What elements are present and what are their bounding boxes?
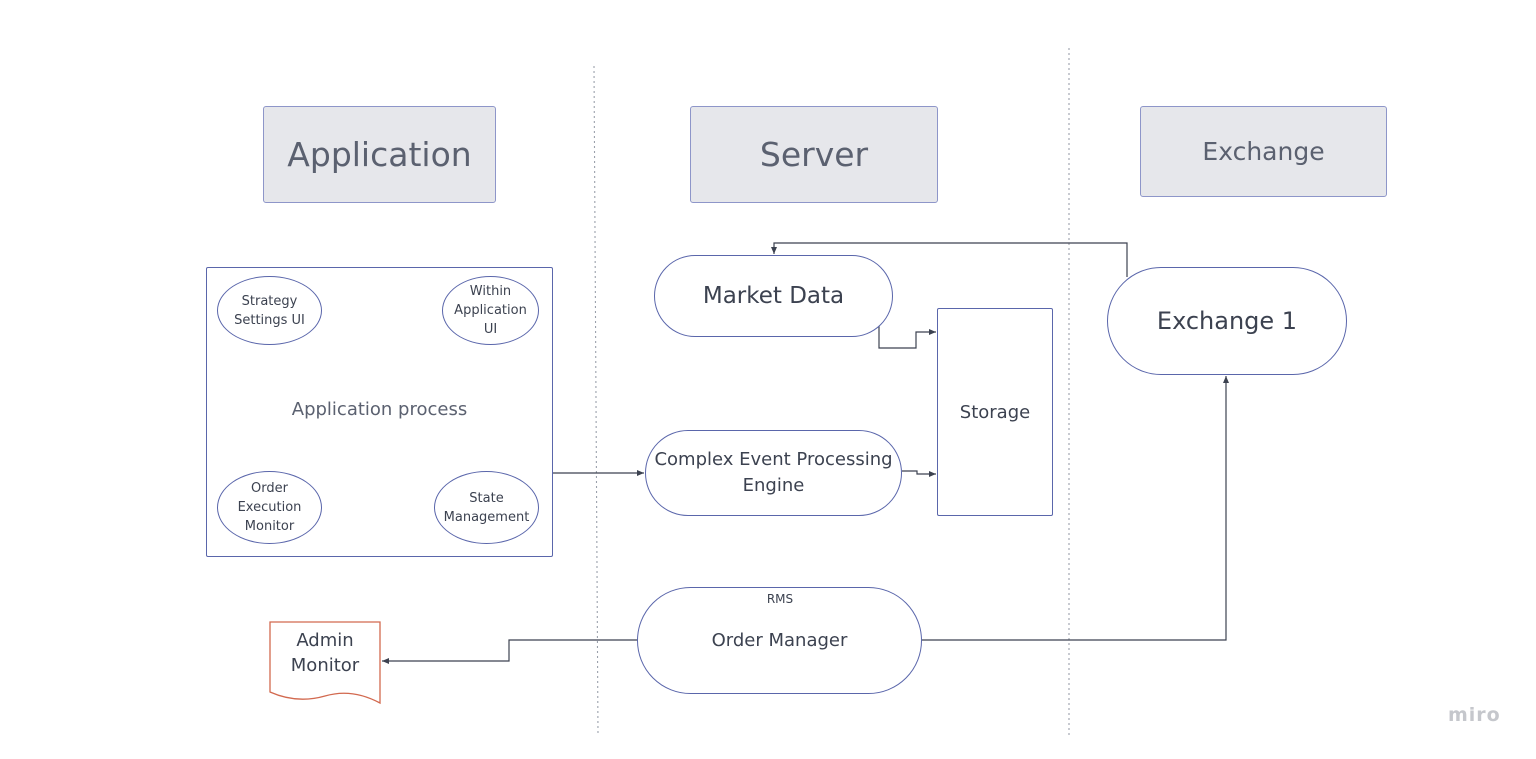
state-management-node[interactable]: State Management [434,471,539,544]
order-execution-monitor-node[interactable]: Order Execution Monitor [217,471,322,544]
connector-exchange-to-market-data[interactable] [771,242,1128,277]
storage-node[interactable]: Storage [937,308,1053,516]
cep-engine-label: Complex Event Processing Engine [654,449,893,496]
connector-order-manager-to-exchange[interactable] [922,376,1229,641]
exchange-1-node[interactable]: Exchange 1 [1107,267,1347,375]
within-application-ui-node[interactable]: Within Application UI [442,276,539,345]
exchange-1-label: Exchange 1 [1156,307,1298,335]
lane-header-exchange-label: Exchange [1202,137,1325,166]
order-manager-label: Order Manager [711,630,848,651]
lane-header-application-label: Application [287,135,472,174]
application-process-label: Application process [291,399,468,420]
connector-market-data-to-storage[interactable] [878,322,936,349]
rms-label: RMS [766,592,794,606]
market-data-label: Market Data [702,283,845,309]
market-data-node[interactable]: Market Data [654,255,893,337]
lane-header-server-label: Server [759,135,869,174]
lane-header-application[interactable]: Application [263,106,496,203]
admin-monitor-label: Admin Monitor [290,630,360,676]
storage-label: Storage [959,401,1031,423]
lane-divider-1 [593,65,599,736]
lane-header-server[interactable]: Server [690,106,938,203]
connector-cep-to-storage[interactable] [902,470,936,477]
lane-header-exchange[interactable]: Exchange [1140,106,1387,197]
miro-watermark: miro [1448,704,1501,726]
admin-monitor-shape[interactable] [269,621,381,705]
cep-engine-node[interactable]: Complex Event Processing Engine [645,430,902,516]
strategy-settings-ui-node[interactable]: Strategy Settings UI [217,276,322,345]
connector-order-manager-to-admin-monitor[interactable] [382,639,637,664]
order-manager-node[interactable]: Order Manager [637,587,922,694]
